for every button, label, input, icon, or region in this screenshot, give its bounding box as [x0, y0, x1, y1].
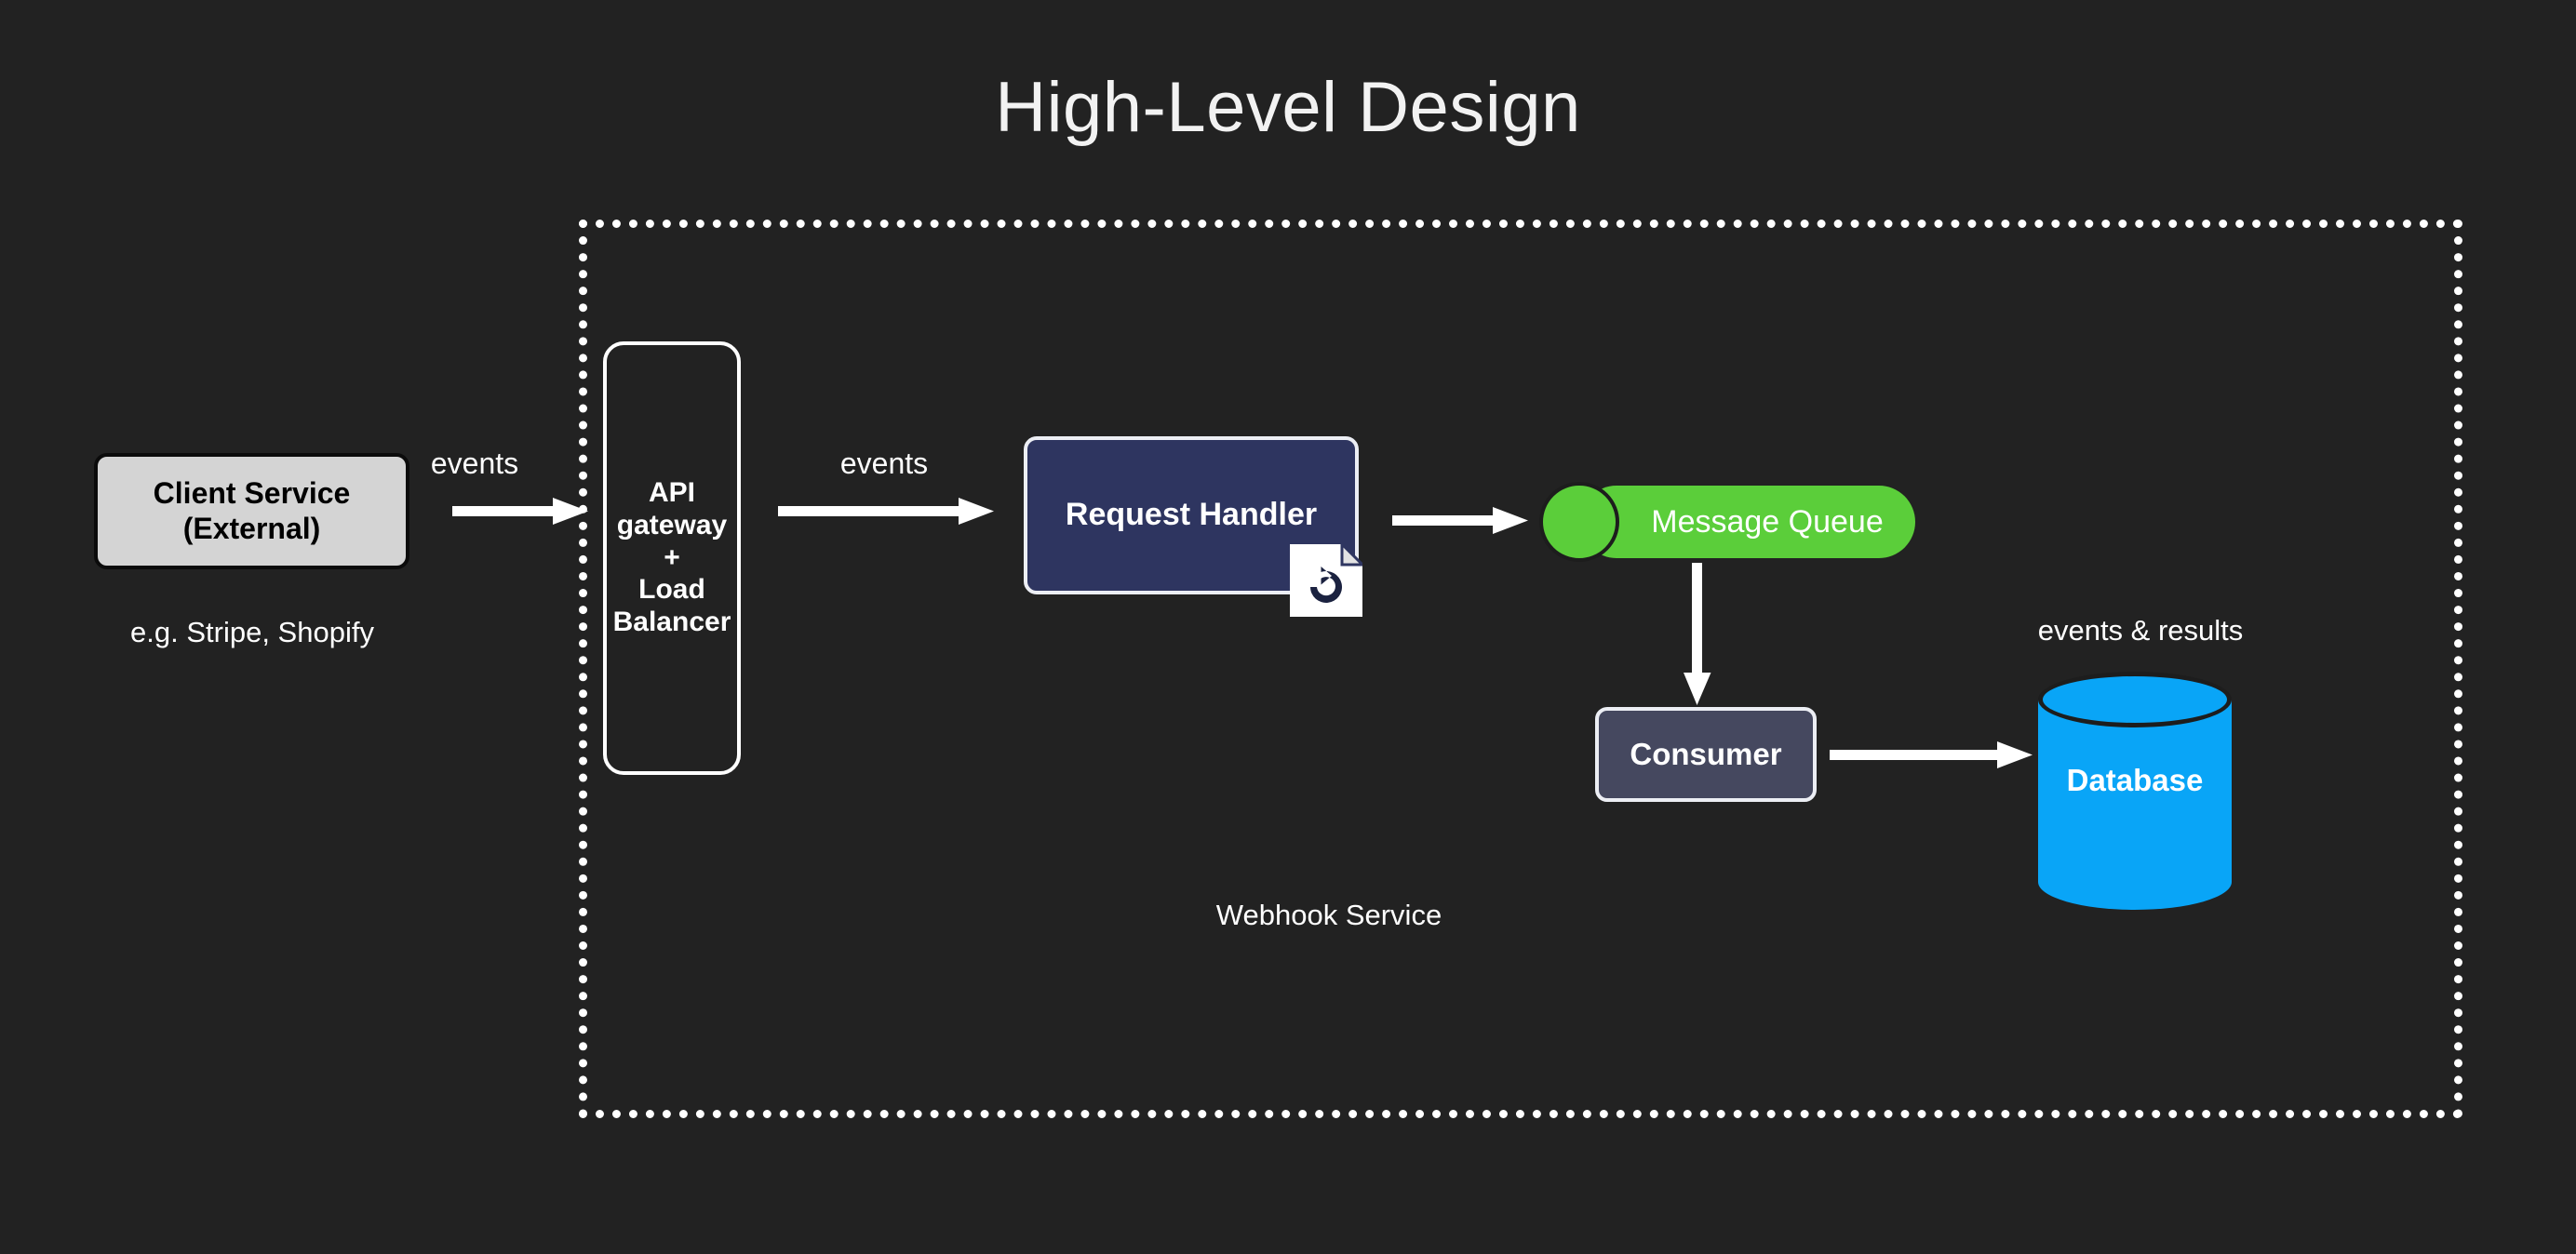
api-gateway-label-line5: Balancer [612, 607, 731, 638]
page-title: High-Level Design [995, 68, 1581, 147]
node-client-service[interactable]: Client Service (External) [94, 453, 409, 569]
client-service-label-line2: (External) [182, 511, 321, 545]
node-request-handler[interactable]: Request Handler [1024, 436, 1359, 594]
message-queue-label: Message Queue [1651, 503, 1884, 540]
arrow-handler-to-queue [1392, 507, 1528, 534]
request-handler-label: Request Handler [1065, 497, 1318, 533]
database-label: Database [2066, 763, 2204, 797]
database-top-ellipse [2038, 672, 2232, 727]
arrow-queue-to-consumer [1684, 563, 1711, 705]
client-service-caption: e.g. Stripe, Shopify [130, 616, 374, 648]
api-gateway-label-line2: gateway [616, 509, 728, 540]
database-body [2038, 700, 2232, 882]
arrow-consumer-to-database [1830, 741, 2033, 768]
webhook-service-label: Webhook Service [1215, 899, 1442, 931]
api-gateway-label-line1: API [648, 477, 695, 508]
client-service-label-line1: Client Service [153, 476, 351, 511]
edge-label-client-to-gateway: events [430, 447, 519, 480]
node-consumer[interactable]: Consumer [1595, 707, 1817, 802]
message-queue-body [1580, 486, 1915, 558]
database-caption: events & results [2037, 614, 2244, 647]
node-database[interactable]: Database [2038, 672, 2232, 910]
node-message-queue[interactable]: Message Queue [1539, 482, 1915, 562]
retry-document-icon [1290, 540, 1366, 617]
arrow-gateway-to-handler [778, 498, 994, 525]
webhook-service-boundary [579, 220, 2462, 1118]
node-api-gateway[interactable]: API gateway + Load Balancer [603, 341, 741, 775]
message-queue-head-circle [1539, 482, 1619, 562]
edge-label-gateway-to-handler: events [839, 447, 929, 480]
api-gateway-label-line3: + [664, 541, 680, 573]
consumer-label: Consumer [1630, 736, 1782, 771]
api-gateway-label-line4: Load [638, 574, 705, 606]
arrow-client-to-gateway [452, 498, 588, 525]
